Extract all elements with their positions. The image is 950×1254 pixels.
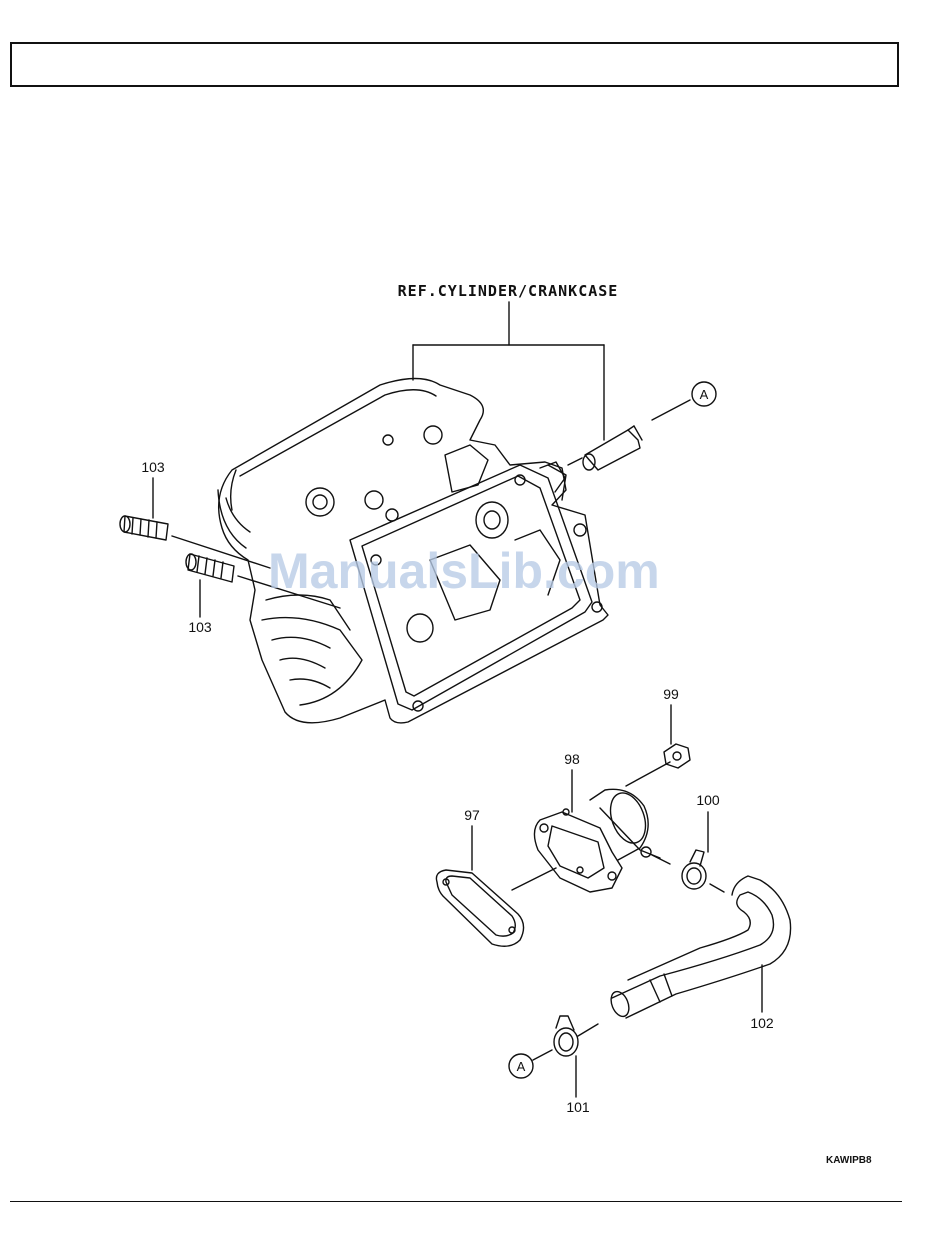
adapter-98: [534, 788, 660, 892]
reference-label: REF.CYLINDER/CRANKCASE: [398, 282, 619, 300]
gasket-97: [436, 870, 523, 946]
callout-101: 101: [566, 1099, 590, 1115]
hose-102: [608, 876, 791, 1019]
clamp-100: [682, 850, 706, 889]
watermark: ManualsLib.com: [268, 542, 660, 600]
callout-97: 97: [464, 807, 480, 823]
callout-98: 98: [564, 751, 580, 767]
callout-103-upper: 103: [141, 459, 165, 475]
callout-103-lower: 103: [188, 619, 212, 635]
clamp-101: [554, 1016, 598, 1056]
footer-rule: [10, 1201, 902, 1202]
connector-label-upper: A: [700, 387, 709, 402]
reference-bracket: [413, 302, 604, 440]
stud-bolt-upper: [120, 516, 270, 568]
connector-label-lower: A: [517, 1059, 526, 1074]
nipple-fitting: [583, 426, 642, 470]
nut-99: [664, 744, 690, 768]
callout-99: 99: [663, 686, 679, 702]
callout-102: 102: [750, 1015, 774, 1031]
callout-100: 100: [696, 792, 720, 808]
figure-code: KAWIPB8: [826, 1155, 872, 1166]
